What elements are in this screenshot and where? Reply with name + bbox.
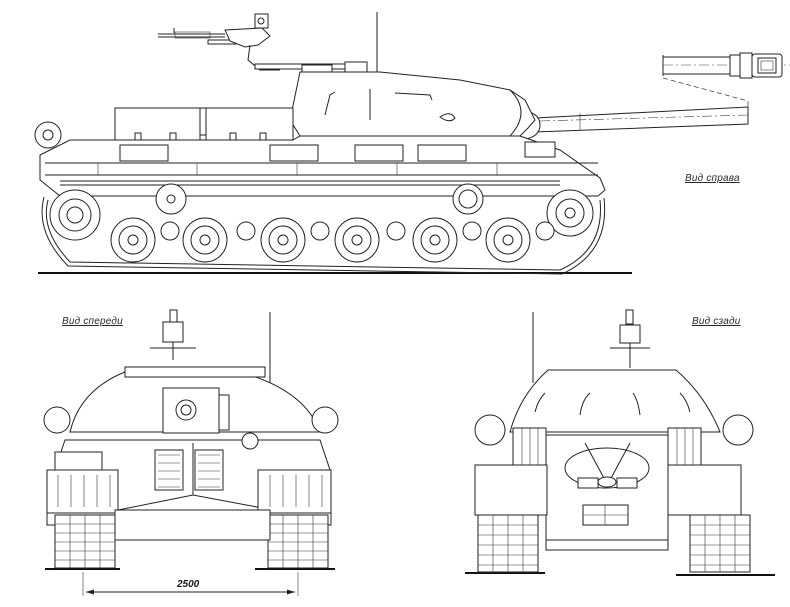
idler-wheel-icon: [546, 189, 594, 237]
rear-left-light-icon: [474, 414, 506, 446]
road-wheels: [110, 217, 555, 263]
side-view: [34, 12, 790, 275]
side-view-label: Вид справа: [685, 173, 740, 184]
hull: [39, 135, 606, 197]
aa-machine-gun-icon: [158, 13, 356, 71]
drive-sprocket-icon: [34, 121, 101, 241]
front-tracks: [54, 514, 329, 569]
rear-view-label: Вид сзади: [692, 316, 741, 327]
rear-tracks: [477, 514, 751, 573]
rear-right-light-icon: [722, 414, 754, 446]
track-width-dimension: [82, 572, 299, 596]
track-width-label: 2500: [177, 579, 200, 590]
rear-turret: [509, 369, 721, 433]
rear-fuel-drum-right: [667, 427, 702, 466]
side-track: [41, 180, 606, 275]
front-mantlet: [162, 387, 230, 434]
rear-cupola-icon: [610, 309, 650, 368]
front-fenders: [46, 451, 332, 526]
return-rollers: [155, 183, 484, 215]
rear-view: [465, 309, 775, 576]
front-view: [43, 309, 339, 596]
stowage-boxes: [114, 107, 294, 144]
front-view-label: Вид спереди: [62, 316, 123, 327]
rear-fuel-drum-left: [512, 427, 547, 466]
muzzle-brake-detail-icon: [662, 52, 790, 112]
turret: [289, 61, 536, 137]
main-gun-icon: [519, 106, 749, 141]
front-spare-tracks: [154, 449, 224, 491]
front-lower-hull: [114, 509, 271, 541]
front-cupola-icon: [150, 309, 196, 360]
